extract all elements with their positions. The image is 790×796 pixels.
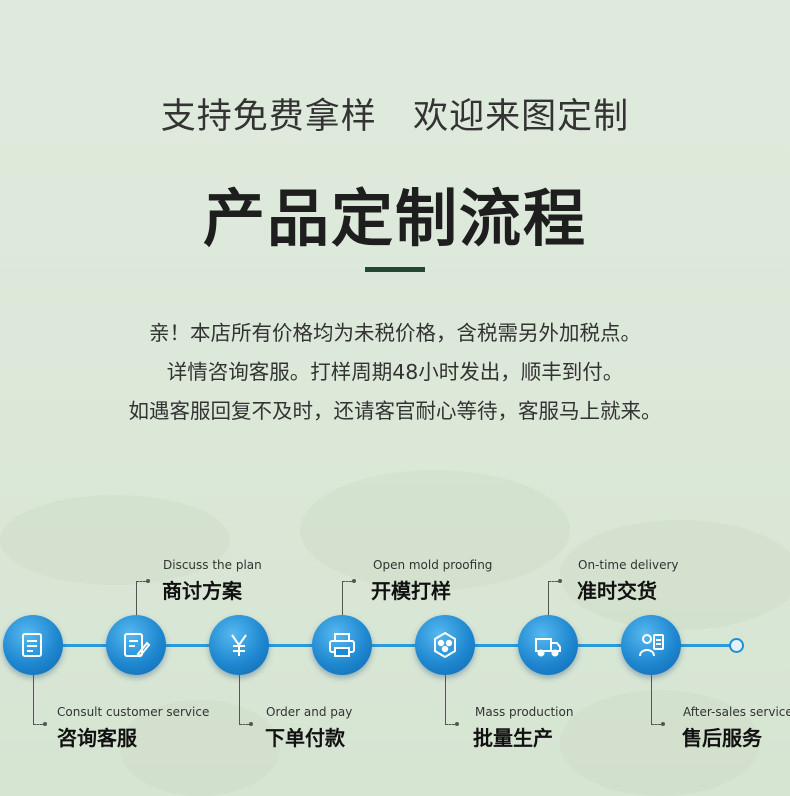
notice-line: 亲！本店所有价格均为未税价格，含税需另外加税点。 — [149, 321, 641, 345]
step-label-cn: 商讨方案 — [162, 579, 242, 603]
step-label-cn: 售后服务 — [682, 726, 762, 750]
leader-line — [651, 724, 661, 725]
map-background-shape — [120, 700, 280, 796]
timeline-end-dot — [729, 638, 744, 653]
map-background-shape — [560, 690, 760, 796]
step-aftersales-node — [621, 615, 681, 675]
step-label-en: Order and pay — [266, 705, 353, 719]
step-discuss-node — [106, 615, 166, 675]
leader-dot — [43, 722, 47, 726]
leader-dot — [146, 579, 150, 583]
map-background-shape — [560, 520, 790, 630]
truck-icon — [535, 638, 561, 657]
step-label-en: After-sales service — [683, 705, 790, 719]
title-divider — [365, 267, 425, 272]
leader-line — [33, 724, 43, 725]
hexagon-factory-icon — [434, 631, 456, 659]
leader-line — [445, 724, 455, 725]
step-order-node — [209, 615, 269, 675]
page-title: 产品定制流程 — [202, 182, 587, 255]
leader-dot — [455, 722, 459, 726]
leader-line — [651, 675, 652, 725]
leader-line — [239, 724, 249, 725]
notice-line: 详情咨询客服。打样周期48小时发出，顺丰到付。 — [166, 360, 624, 384]
step-label-en: Consult customer service — [57, 705, 210, 719]
leader-dot — [661, 722, 665, 726]
step-label-en: Open mold proofing — [373, 558, 493, 572]
leader-line — [548, 581, 558, 582]
step-delivery-node — [518, 615, 578, 675]
leader-line — [33, 675, 34, 725]
step-label-cn: 咨询客服 — [57, 726, 137, 750]
yen-icon — [231, 634, 247, 656]
headline: 支持免费拿样 欢迎来图定制 — [160, 97, 630, 137]
step-label-cn: 开模打样 — [371, 579, 451, 603]
step-label-en: Discuss the plan — [163, 558, 262, 572]
step-label-cn: 下单付款 — [265, 726, 345, 750]
leader-line — [342, 581, 352, 582]
process-timeline — [20, 644, 736, 647]
leader-line — [239, 675, 240, 725]
leader-line — [136, 581, 137, 615]
leader-line — [548, 581, 549, 615]
map-background-shape — [300, 470, 570, 590]
form-icon — [22, 633, 42, 657]
service-person-icon — [639, 634, 664, 657]
leader-dot — [558, 579, 562, 583]
leader-dot — [249, 722, 253, 726]
step-label-cn: 准时交货 — [577, 579, 657, 603]
notice-text: 亲！本店所有价格均为未税价格，含税需另外加税点。 详情咨询客服。打样周期48小时… — [0, 314, 790, 431]
step-label-en: Mass production — [475, 705, 574, 719]
leader-line — [342, 581, 343, 615]
step-proofing-node — [312, 615, 372, 675]
printer-icon — [329, 633, 355, 657]
leader-line — [136, 581, 146, 582]
leader-dot — [352, 579, 356, 583]
document-pen-icon — [124, 633, 151, 658]
step-label-en: On-time delivery — [578, 558, 679, 572]
map-background-shape — [0, 495, 230, 585]
step-consult-node — [3, 615, 63, 675]
notice-line: 如遇客服回复不及时，还请客官耐心等待，客服马上就来。 — [128, 399, 662, 423]
step-production-node — [415, 615, 475, 675]
leader-line — [445, 675, 446, 725]
step-label-cn: 批量生产 — [473, 726, 553, 750]
